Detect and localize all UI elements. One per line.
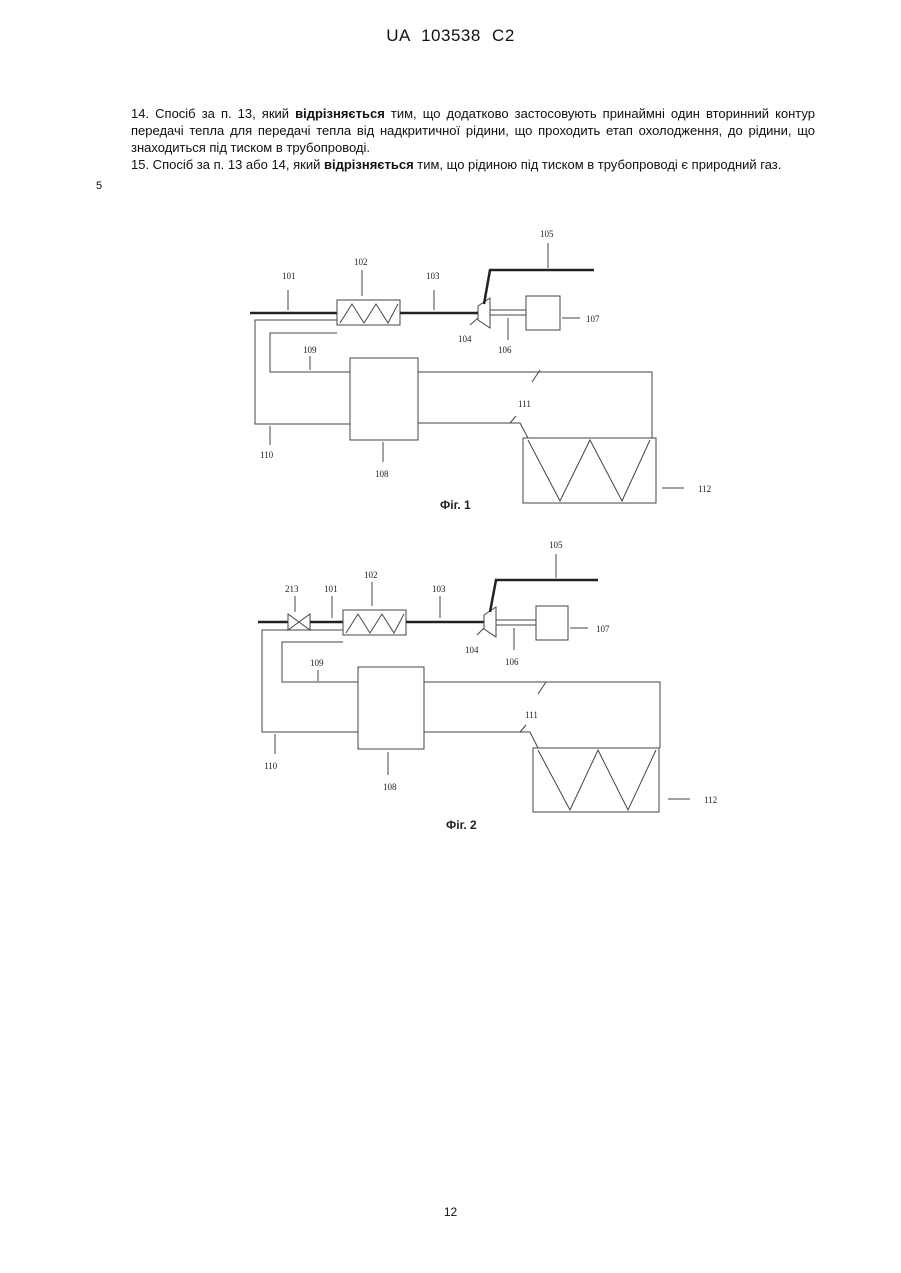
valve-213 [288,614,299,630]
label-110: 110 [260,450,274,460]
claim-15-end: тим, що рідиною під тиском в трубопровод… [414,157,782,172]
label-107: 107 [596,624,610,634]
figure-1-caption: Фіг. 1 [440,498,471,512]
claims-text: 14. Спосіб за п. 13, який відрізняється … [131,105,815,173]
figure-2-diagram: 213 101 102 103 105 104 106 107 109 111 … [0,532,901,842]
label-112: 112 [704,795,717,805]
generator-107 [536,606,568,640]
label-105: 105 [540,229,554,239]
label-101: 101 [324,584,338,594]
claim-14-start: 14. Спосіб за п. 13, який [131,106,295,121]
label-107: 107 [586,314,600,324]
claim-14: 14. Спосіб за п. 13, який відрізняється … [131,105,815,156]
figure-2-caption: Фіг. 2 [446,818,477,832]
label-106: 106 [498,345,512,355]
label-106: 106 [505,657,519,667]
block-108 [358,667,424,749]
label-110: 110 [264,761,278,771]
label-108: 108 [383,782,397,792]
label-213: 213 [285,584,299,594]
label-111: 111 [525,710,538,720]
figure-1-diagram: 101 102 103 105 104 106 107 109 111 110 … [0,220,901,520]
label-103: 103 [432,584,446,594]
label-104: 104 [465,645,479,655]
label-103: 103 [426,271,440,281]
heat-exchanger-112 [533,748,659,812]
label-101: 101 [282,271,296,281]
label-102: 102 [364,570,378,580]
block-108 [350,358,418,440]
claim-15: 15. Спосіб за п. 13 або 14, який відрізн… [131,156,815,173]
label-102: 102 [354,257,368,267]
label-108: 108 [375,469,389,479]
claim-14-bold: відрізняється [295,106,385,121]
patent-header: UA 103538 C2 [0,26,901,46]
label-104: 104 [458,334,472,344]
label-112: 112 [698,484,711,494]
label-111: 111 [518,399,531,409]
label-105: 105 [549,540,563,550]
line-number: 5 [96,180,102,192]
label-109: 109 [303,345,317,355]
page-number: 12 [0,1205,901,1219]
claim-15-bold: відрізняється [324,157,414,172]
generator-107 [526,296,560,330]
claim-15-start: 15. Спосіб за п. 13 або 14, який [131,157,324,172]
label-109: 109 [310,658,324,668]
